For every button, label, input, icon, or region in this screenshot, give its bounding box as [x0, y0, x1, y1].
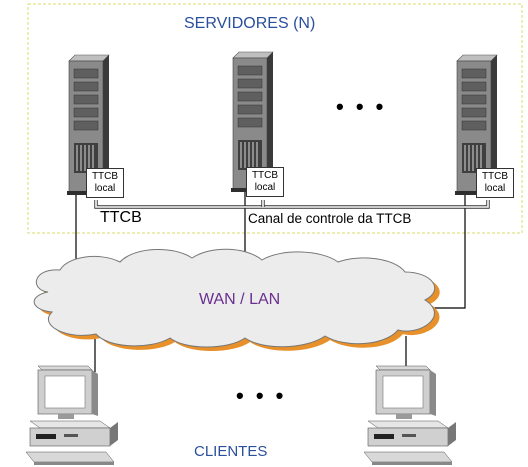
ttcb-box-line2: local: [484, 183, 506, 194]
ttcb-box-line1: TTCB: [481, 171, 509, 182]
servers-ellipsis: • • •: [336, 94, 387, 119]
ttcb-box-line2: local: [254, 182, 276, 193]
ttcb-local-box-2: TTCB local: [246, 167, 284, 197]
clients-ellipsis: • • •: [236, 383, 287, 408]
clients-title: CLIENTES: [194, 443, 268, 460]
network-cloud: [33, 248, 440, 351]
ttcb-label: TTCB: [100, 209, 142, 226]
servers-region: [27, 3, 523, 234]
ttcb-box-line1: TTCB: [251, 170, 279, 181]
servers-title: SERVIDORES (N): [184, 15, 316, 32]
ttcb-local-box-3: TTCB local: [476, 168, 514, 198]
ttcb-box-line1: TTCB: [91, 171, 119, 182]
ttcb-box-line2: local: [94, 183, 116, 194]
network-label: WAN / LAN: [199, 291, 281, 308]
control-channel-label: Canal de controle da TTCB: [248, 211, 412, 226]
client-2: [363, 365, 457, 466]
ttcb-control-channel: [94, 200, 490, 209]
client-1: [25, 365, 119, 466]
ttcb-local-box-1: TTCB local: [86, 168, 124, 198]
